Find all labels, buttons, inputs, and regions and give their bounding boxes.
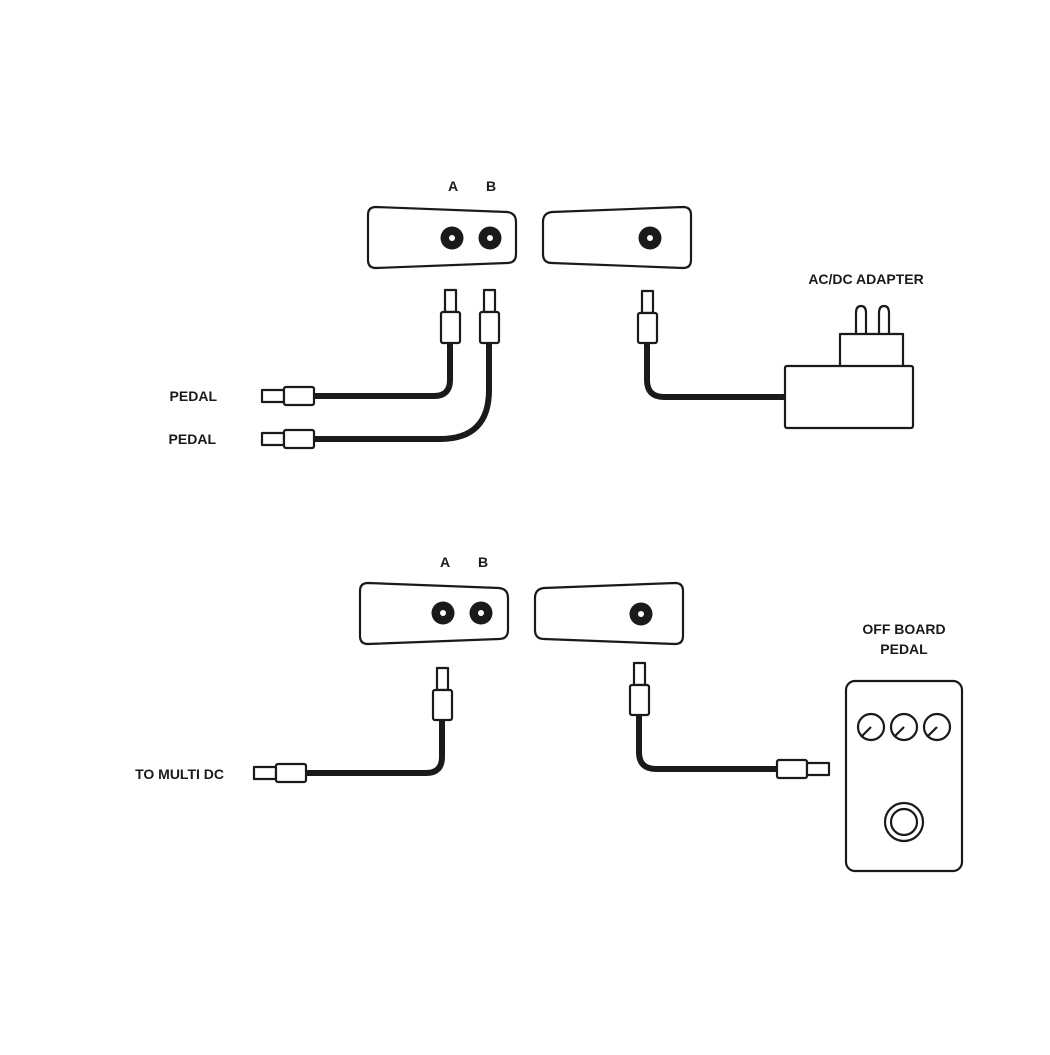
off-board-label-line1: OFF BOARD — [862, 621, 945, 637]
pedal-a-label: PEDAL — [170, 388, 218, 404]
plug-body — [478, 310, 501, 345]
pedal-b-label: PEDAL — [169, 431, 217, 447]
off-board-pedal-icon — [844, 679, 964, 873]
off-board-label-line2: PEDAL — [880, 641, 928, 657]
adapter-cable[interactable] — [636, 289, 786, 400]
plug-body — [439, 310, 462, 345]
dc-jack-center — [638, 611, 644, 617]
multi-dc-cable[interactable] — [252, 666, 454, 784]
pedal-enclosure — [844, 679, 964, 873]
to-multi-dc-label: TO MULTI DC — [135, 766, 224, 782]
plug-tip — [435, 666, 450, 692]
plug-body — [628, 683, 651, 717]
plug-body — [775, 758, 809, 780]
plug-tip — [632, 661, 647, 687]
plug-tip — [482, 288, 497, 314]
plug-body — [282, 428, 316, 450]
jack-b-center — [487, 235, 493, 241]
power-jack-center — [647, 235, 653, 241]
jack-a-center — [449, 235, 455, 241]
single-jack-unit — [541, 205, 693, 270]
jack-b-center — [478, 610, 484, 616]
off-board-cable[interactable] — [628, 661, 831, 780]
jack-label-b: B — [478, 554, 488, 570]
ac-dc-adapter-icon — [783, 304, 915, 430]
off-board-cable-wire — [636, 715, 777, 772]
knob-icon[interactable] — [856, 712, 886, 742]
cable-b[interactable] — [260, 288, 501, 450]
jack-label-a: A — [448, 178, 458, 194]
cable-a-wire — [314, 343, 453, 399]
adapter-cable-wire — [644, 343, 786, 400]
knob-icon[interactable] — [922, 712, 952, 742]
prong-right — [877, 304, 891, 335]
jack-a-center — [440, 610, 446, 616]
knob-icon[interactable] — [889, 712, 919, 742]
adapter-body — [783, 364, 915, 430]
jack-label-b: B — [486, 178, 496, 194]
plug-tip — [260, 388, 286, 404]
plug-tip — [640, 289, 655, 315]
multi-dc-cable-wire — [306, 720, 445, 776]
adapter-plug-head — [838, 332, 905, 369]
plug-tip — [443, 288, 458, 314]
prong-left — [854, 304, 868, 335]
plug-body — [274, 762, 308, 784]
diagram-1-power-adapter: A B PEDAL PEDAL — [169, 178, 924, 450]
plug-body — [636, 311, 659, 345]
plug-body — [431, 688, 454, 722]
plug-tip — [260, 431, 286, 447]
jack-label-a: A — [440, 554, 450, 570]
footswitch-icon[interactable] — [883, 801, 925, 843]
plug-tip — [805, 761, 831, 777]
diagram-2-multi-dc: A B TO MULTI DC OFF BOARD — [135, 554, 964, 873]
cable-a[interactable] — [260, 288, 462, 407]
adapter-label: AC/DC ADAPTER — [808, 271, 923, 287]
single-jack-unit — [533, 581, 685, 646]
cable-b-wire — [314, 343, 492, 442]
plug-tip — [252, 765, 278, 781]
plug-body — [282, 385, 316, 407]
